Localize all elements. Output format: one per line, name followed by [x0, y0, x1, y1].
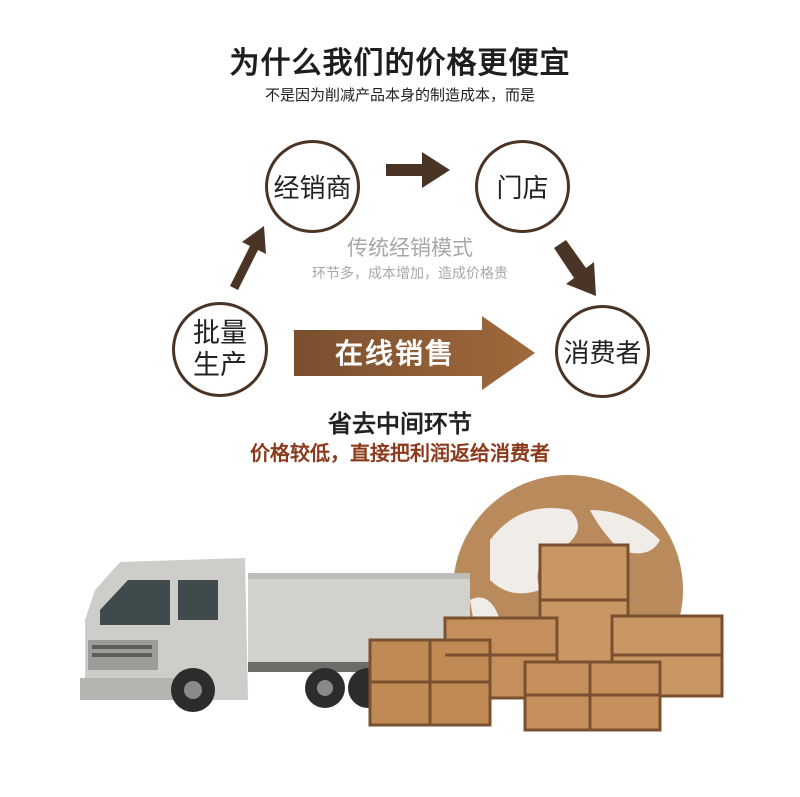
- node-distributor: 经销商: [265, 140, 360, 233]
- arrow-store-to-consumer: [554, 240, 596, 296]
- online-sales-label: 在线销售: [334, 337, 455, 370]
- page-subtitle: 不是因为削减产品本身的制造成本，而是: [264, 86, 535, 104]
- node-consumer: 消费者: [555, 305, 650, 398]
- arrow-online-sales: [294, 316, 535, 390]
- crates-illustration: [368, 543, 724, 732]
- traditional-model-title: 传统经销模式: [347, 236, 473, 260]
- page-title: 为什么我们的价格更便宜: [229, 46, 571, 81]
- arrow-production-to-distributor: [222, 226, 266, 290]
- node-store-label: 门店: [496, 174, 549, 204]
- node-mass-production: 批量 生产: [172, 302, 268, 397]
- node-distributor-label: 经销商: [273, 174, 352, 204]
- skip-middlemen-title: 省去中间环节: [328, 409, 472, 438]
- truck-illustration: [80, 558, 470, 712]
- node-consumer-label: 消费者: [563, 339, 642, 369]
- skip-middlemen-description: 价格较低，直接把利润返给消费者: [250, 441, 550, 465]
- node-production-line1: 批量: [193, 317, 247, 349]
- node-store: 门店: [475, 140, 570, 233]
- traditional-model-description: 环节多，成本增加，造成价格贵: [312, 266, 508, 282]
- node-production-line2: 生产: [193, 349, 247, 381]
- arrow-distributor-to-store: [386, 152, 450, 188]
